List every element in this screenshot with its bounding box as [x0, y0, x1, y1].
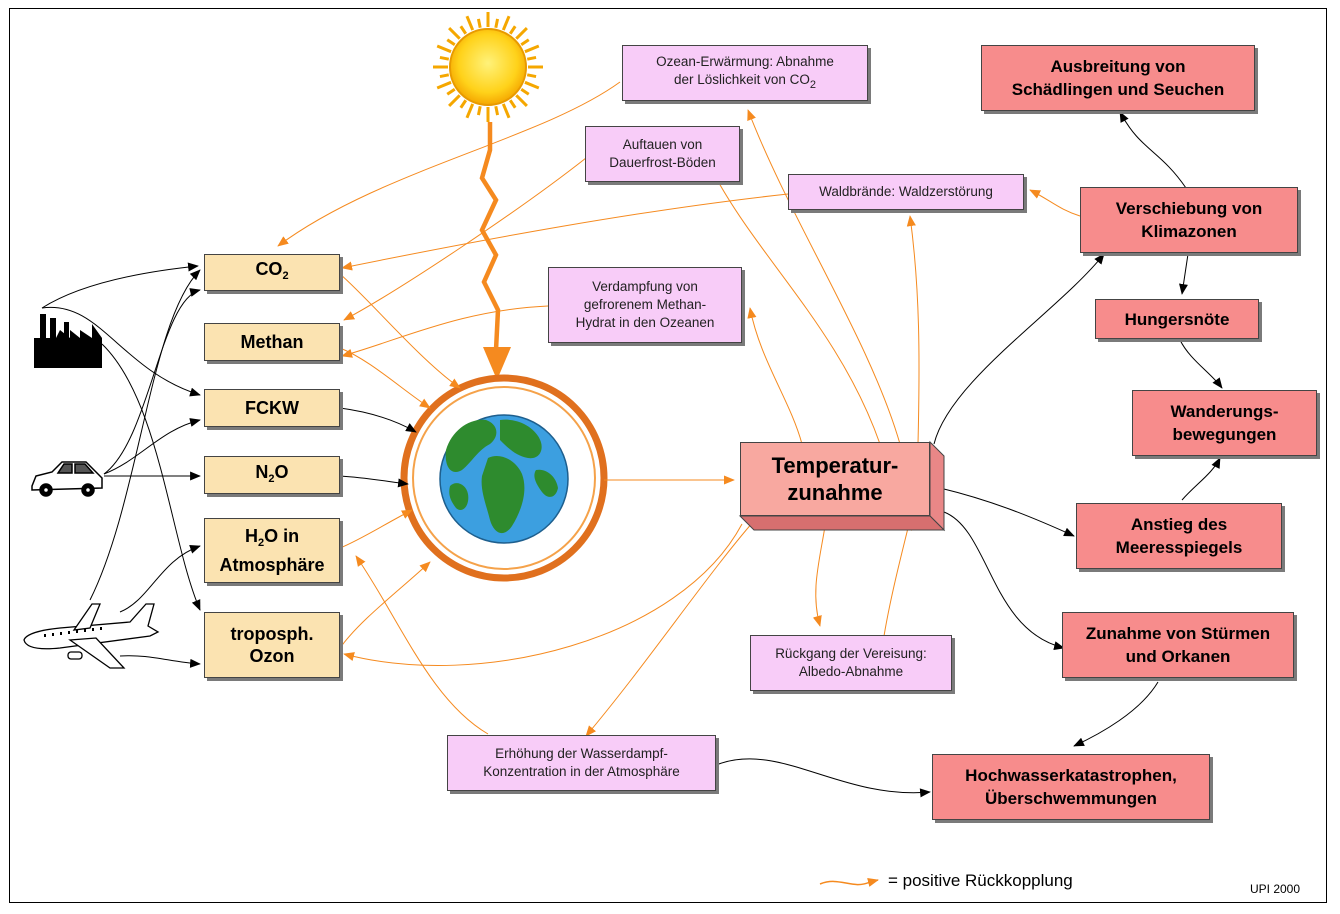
- source-fckw: FCKW: [204, 389, 340, 427]
- methan-label: Methan: [240, 332, 304, 352]
- car-icon: [31, 461, 103, 497]
- effect-klimazonen: Verschiebung von Klimazonen: [1080, 187, 1298, 253]
- source-methan: Methan: [204, 323, 340, 361]
- klimazonen-label: Verschiebung von Klimazonen: [1115, 199, 1263, 241]
- feedback-rueckgang: Rückgang der Vereisung: Albedo-Abnahme: [750, 635, 952, 691]
- feedback-auftauen: Auftauen von Dauerfrost-Böden: [585, 126, 740, 182]
- effect-hochwasser: Hochwasserkatastrophen, Überschwemmungen: [932, 754, 1210, 820]
- feedback-arrows: [277, 81, 1081, 737]
- ozon-label: troposph. Ozon: [230, 624, 314, 666]
- effect-meeresspiegel: Anstieg des Meeresspiegels: [1076, 503, 1282, 569]
- auftauen-label: Auftauen von Dauerfrost-Böden: [609, 137, 716, 170]
- n2o-label: N2O: [255, 461, 289, 485]
- sun-ray-arrowhead: [483, 347, 511, 380]
- legend-text: = positive Rückkopplung: [888, 871, 1073, 890]
- hochwasser-label: Hochwasserkatastrophen, Überschwemmungen: [965, 766, 1177, 808]
- effect-arrows: [715, 111, 1223, 798]
- effect-hunger: Hungersnöte: [1095, 299, 1259, 339]
- effect-schaedlinge: Ausbreitung von Schädlingen und Seuchen: [981, 45, 1255, 111]
- hunger-label: Hungersnöte: [1124, 309, 1230, 329]
- feedback-wasserdampf: Erhöhung der Wasserdampf- Konzentration …: [447, 735, 716, 791]
- effect-wanderung: Wanderungs- bewegungen: [1132, 390, 1317, 456]
- emitter-arrows: [41, 262, 417, 668]
- feedback-waldbraende: Waldbrände: Waldzerstörung: [788, 174, 1024, 210]
- sun-ray-arrow: [479, 122, 501, 351]
- temperature-box-3d: [738, 440, 946, 532]
- rueckgang-label: Rückgang der Vereisung: Albedo-Abnahme: [775, 646, 927, 679]
- co2-label: CO2: [255, 259, 289, 282]
- source-n2o: N2O: [204, 456, 340, 494]
- feedback-verdampfung: Verdampfung von gefrorenem Methan- Hydra…: [548, 267, 742, 343]
- waldbraende-label: Waldbrände: Waldzerstörung: [819, 184, 993, 199]
- stuerme-label: Zunahme von Stürmen und Orkanen: [1085, 624, 1271, 666]
- h2o-label: H2O in Atmosphäre: [219, 526, 325, 575]
- credit-text: UPI 2000: [1250, 882, 1301, 896]
- legend-arrow: [819, 877, 879, 887]
- verdampfung-label: Verdampfung von gefrorenem Methan- Hydra…: [575, 279, 715, 330]
- wanderung-label: Wanderungs- bewegungen: [1170, 402, 1279, 444]
- fckw-label: FCKW: [245, 398, 299, 418]
- source-co2: CO2: [204, 254, 340, 291]
- airplane-icon: [23, 603, 160, 669]
- wasserdampf-label: Erhöhung der Wasserdampf- Konzentration …: [483, 746, 680, 779]
- temperatur-label: Temperatur- zunahme: [771, 453, 899, 505]
- earth-icon: [400, 374, 608, 582]
- source-h2o: H2O in Atmosphäre: [204, 518, 340, 583]
- sun-icon: [433, 12, 543, 122]
- schaedlinge-label: Ausbreitung von Schädlingen und Seuchen: [1011, 57, 1225, 99]
- meeresspiegel-label: Anstieg des Meeresspiegels: [1115, 515, 1243, 557]
- temperatur-box: Temperatur- zunahme: [740, 442, 930, 516]
- diagram-frame: [9, 8, 1327, 903]
- source-ozon: troposph. Ozon: [204, 612, 340, 678]
- effect-stuerme: Zunahme von Stürmen und Orkanen: [1062, 612, 1294, 678]
- factory-icon: [34, 314, 102, 368]
